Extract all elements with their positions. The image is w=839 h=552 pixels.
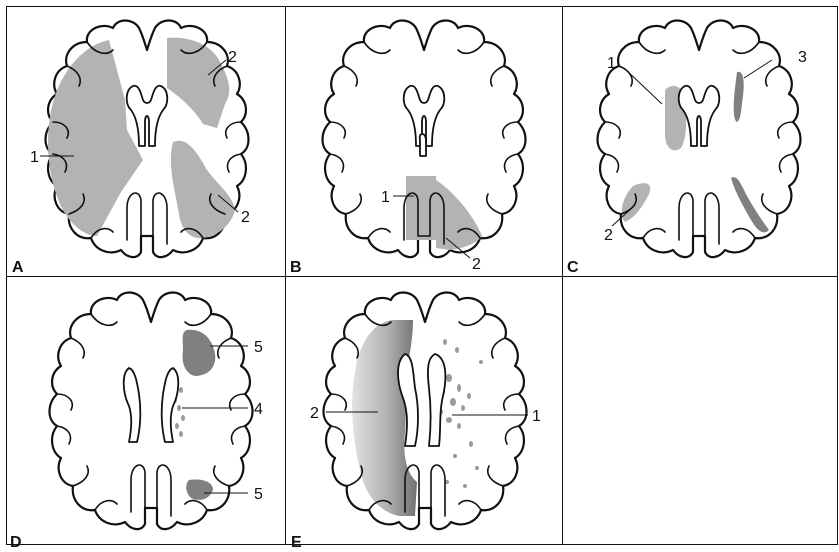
brain-a (46, 21, 249, 258)
panel-letter-c: C (567, 259, 579, 276)
label-e-1: 1 (532, 408, 541, 425)
lesion-b1 (406, 176, 436, 240)
label-a-2b: 2 (241, 209, 250, 226)
label-d-5a: 5 (254, 339, 263, 356)
label-e-2: 2 (310, 405, 319, 422)
panel-a: 1 2 2 A (12, 21, 250, 277)
label-c-3: 3 (798, 49, 807, 66)
label-a-1: 1 (30, 149, 39, 166)
panel-letter-e: E (291, 534, 302, 551)
brain-b (323, 21, 526, 258)
label-c-1: 1 (607, 55, 616, 72)
label-d-4: 4 (254, 401, 263, 418)
label-b-1: 1 (381, 189, 390, 206)
panel-letter-d: D (10, 534, 22, 551)
brain-d (50, 293, 253, 530)
panel-b: 1 2 B (290, 21, 526, 277)
panel-c: 1 3 2 C (567, 21, 807, 277)
panel-e: 2 1 E (291, 293, 541, 552)
label-c-2: 2 (604, 227, 613, 244)
brain-e (324, 293, 527, 530)
label-a-2a: 2 (228, 49, 237, 66)
panel-letter-b: B (290, 259, 302, 276)
label-d-5b: 5 (254, 486, 263, 503)
panel-letter-a: A (12, 259, 24, 276)
label-b-2: 2 (472, 256, 481, 273)
panel-d: 5 4 5 D (10, 293, 263, 552)
brain-c (598, 21, 801, 258)
